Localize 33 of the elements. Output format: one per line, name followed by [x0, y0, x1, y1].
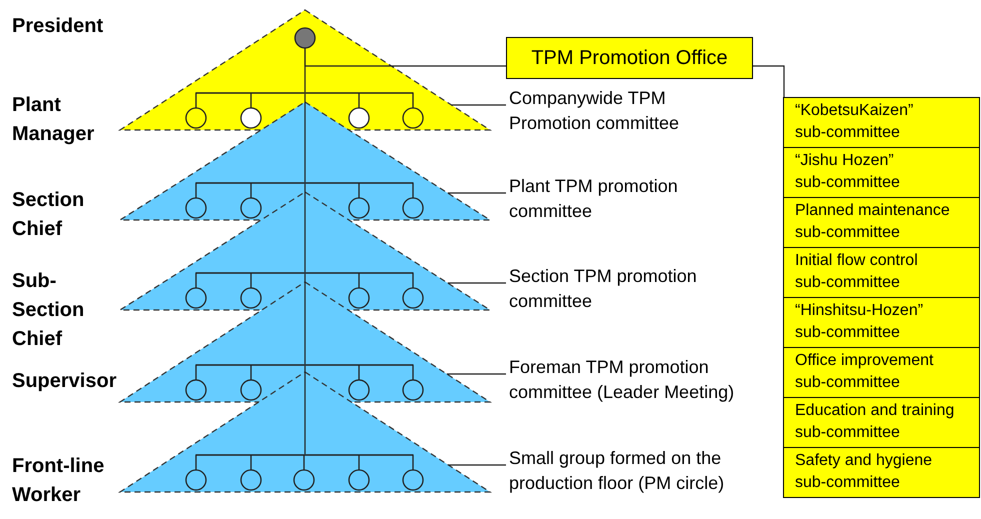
hierarchy-triangle — [118, 371, 492, 493]
trunk-line — [304, 366, 306, 454]
role-label: Supervisor — [12, 369, 118, 394]
sub-committee-box: “Hinshitsu-Hozen” sub-committee — [783, 297, 980, 348]
role-label: Section Chief — [12, 188, 86, 242]
sub-committee-box: Initial flow control sub-committee — [783, 247, 980, 298]
trunk-line — [304, 94, 306, 182]
leader-line — [452, 104, 506, 106]
president-circle — [294, 27, 316, 49]
sub-committee-box: Safety and hygiene sub-committee — [783, 447, 980, 498]
sub-committee-box: Planned maintenance sub-committee — [783, 197, 980, 248]
sub-committee-box: “Jishu Hozen” sub-committee — [783, 147, 980, 198]
leader-line — [448, 282, 506, 284]
leader-line — [448, 192, 506, 194]
connector-line — [753, 65, 785, 97]
committee-text: Plant TPM promotion committee — [509, 174, 749, 224]
leader-line — [448, 464, 506, 466]
trunk-line — [304, 48, 306, 92]
committee-text: Small group formed on the production floor (PM circle) — [509, 446, 749, 496]
leader-line — [446, 373, 506, 375]
role-label: Sub-Section Chief — [12, 269, 86, 352]
role-label: Front-line Worker — [12, 454, 106, 508]
trunk-line — [304, 274, 306, 364]
sub-committee-box: “KobetsuKaizen” sub-committee — [783, 97, 980, 148]
committee-text: Section TPM promotion committee — [509, 264, 749, 314]
trunk-line — [304, 184, 306, 272]
committee-text: Foreman TPM promotion committee (Leader Meeting) — [509, 355, 749, 405]
office-box: TPM Promotion Office — [506, 37, 753, 79]
committee-text: Companywide TPM Promotion committee — [509, 86, 749, 136]
role-label: President — [12, 14, 104, 39]
sub-committee-box: Office improvement sub-committee — [783, 347, 980, 398]
sub-committee-box: Education and training sub-committee — [783, 397, 980, 448]
role-label: Plant Manager — [12, 93, 96, 147]
